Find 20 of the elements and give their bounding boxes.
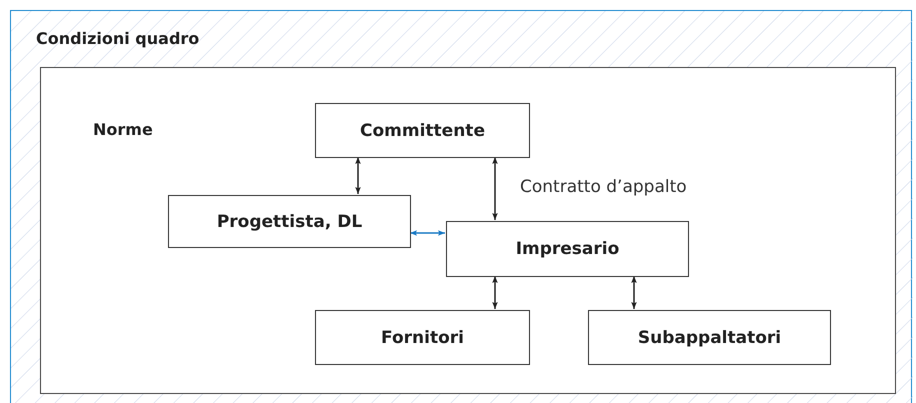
role-label: Fornitori [381,328,464,348]
edge-label: Contratto d’appalto [518,177,689,197]
role-box [446,221,689,277]
connector-arrow [492,156,498,220]
inner-panel [40,67,896,394]
role-box [168,195,411,248]
role-box [315,310,530,365]
panel-heading: Norme [93,120,153,139]
connector-arrow [630,276,636,308]
connector-arrow [410,230,444,236]
role-box [588,310,831,365]
connector-arrow [354,156,360,194]
role-label: Committente [360,120,485,140]
panel-title: Condizioni quadro [36,29,200,48]
role-label: Impresario [516,239,620,259]
connector-arrow [492,276,498,308]
framework-panel [10,10,912,403]
role-label: Progettista, DL [216,212,362,232]
role-label: Subappaltatori [638,328,782,348]
role-box [315,103,530,158]
